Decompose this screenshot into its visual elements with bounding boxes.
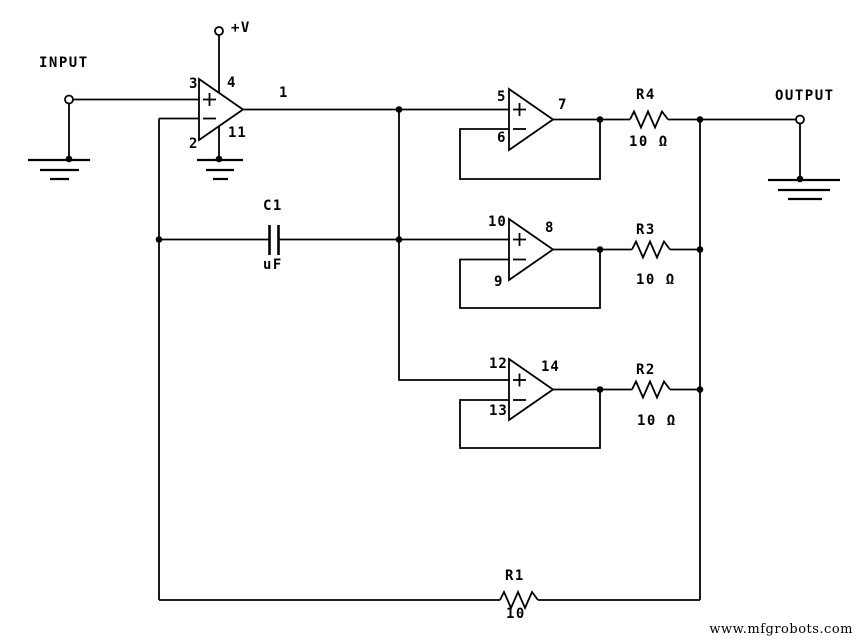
u1-pin-vplus-label: 4 xyxy=(227,75,236,91)
r1-value-label: 10 xyxy=(506,606,526,622)
junction-dot xyxy=(215,155,223,163)
resistor-r4-zigzag xyxy=(629,109,669,130)
resistor-r1 xyxy=(499,589,539,611)
wire-u3-feedback xyxy=(459,249,601,309)
r2-value-label: 10 Ω xyxy=(637,413,677,429)
output-terminal-icon xyxy=(795,114,805,125)
r4-value-label: 10 Ω xyxy=(629,134,669,150)
wire-u4-feedback xyxy=(459,389,601,449)
u1-pin-vminus-label: 11 xyxy=(228,125,247,141)
resistor-r3-zigzag xyxy=(631,239,671,260)
wire-u2-feedback xyxy=(459,119,601,180)
resistor-r1-zigzag xyxy=(499,589,539,611)
resistor-r2 xyxy=(631,379,671,400)
junction-dot xyxy=(596,246,604,253)
c1-value-label: uF xyxy=(263,257,283,273)
resistor-r4 xyxy=(629,109,669,130)
opamp-u3 xyxy=(508,217,555,282)
junction-dot xyxy=(155,236,163,243)
input-terminal-icon xyxy=(64,94,74,105)
r3-value-label: 10 Ω xyxy=(636,272,676,288)
r3-ref-label: R3 xyxy=(636,222,656,238)
output-label: OUTPUT xyxy=(775,88,835,104)
opamp-u4 xyxy=(508,357,555,422)
u4-pin-inv-label: 13 xyxy=(489,403,508,419)
resistor-r3 xyxy=(631,239,671,260)
watermark-text: www.mfgrobots.com xyxy=(709,622,853,637)
junction-dot xyxy=(696,386,704,393)
resistor-r2-zigzag xyxy=(631,379,671,400)
junction-dot xyxy=(796,175,804,183)
opamp-u2 xyxy=(508,87,555,152)
opamp-u1 xyxy=(198,77,245,142)
u1-pin-inv-label: 2 xyxy=(189,136,198,152)
wires xyxy=(68,35,801,601)
junction-dot xyxy=(696,116,704,123)
u4-pin-noninv-label: 12 xyxy=(489,356,508,372)
junction-dot xyxy=(395,236,403,243)
u2-pin-out-label: 7 xyxy=(558,97,567,113)
capacitor-c1 xyxy=(268,225,280,255)
input-label: INPUT xyxy=(39,55,89,71)
u1-pin-out-label: 1 xyxy=(279,85,288,101)
junction-dots xyxy=(65,106,804,393)
u3-pin-noninv-label: 10 xyxy=(488,214,507,230)
u3-pin-inv-label: 9 xyxy=(494,274,503,290)
ground-symbol-input xyxy=(28,158,90,181)
r2-ref-label: R2 xyxy=(636,362,656,378)
junction-dot xyxy=(65,155,73,163)
supply-terminal-icon xyxy=(214,26,224,36)
u4-pin-out-label: 14 xyxy=(541,359,560,375)
supply-label: +V xyxy=(231,20,251,36)
junction-dot xyxy=(596,386,604,393)
junction-dot xyxy=(596,116,604,123)
r4-ref-label: R4 xyxy=(636,87,656,103)
u2-pin-noninv-label: 5 xyxy=(497,89,506,105)
u1-pin-noninv-label: 3 xyxy=(189,76,198,92)
r1-ref-label: R1 xyxy=(505,568,525,584)
ground-symbol-output xyxy=(768,178,840,201)
u2-pin-inv-label: 6 xyxy=(497,130,506,146)
junction-dot xyxy=(395,106,403,113)
wire-mid-bus-to-u4 xyxy=(398,109,509,381)
u3-pin-out-label: 8 xyxy=(545,220,554,236)
junction-dot xyxy=(696,246,704,253)
c1-ref-label: C1 xyxy=(263,198,283,214)
